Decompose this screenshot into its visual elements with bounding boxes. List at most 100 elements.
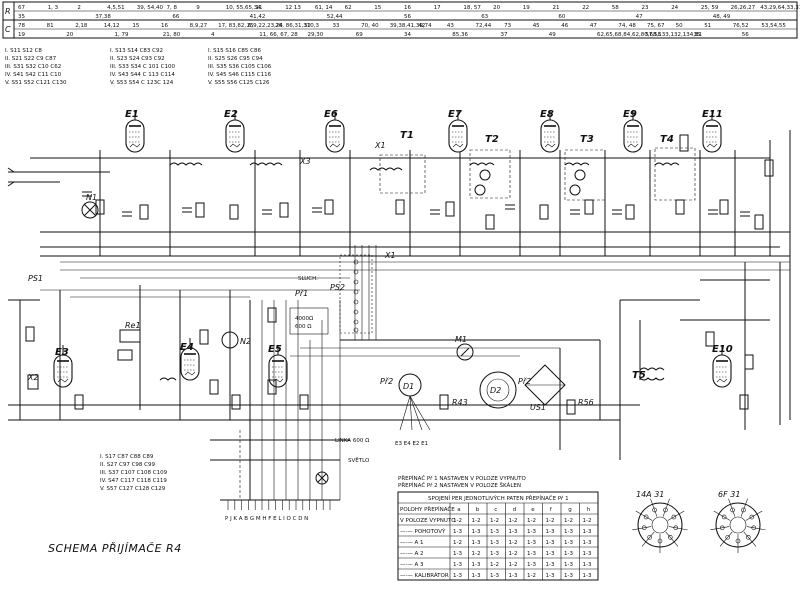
switch-table-cell: 1-3 — [472, 529, 481, 535]
socket-label-6f31: 6F 31 — [718, 490, 740, 499]
scale-r-upper-value: 43,29,64,33,31,32 — [760, 5, 800, 11]
coil-group-4-entry: III. S37 C107 C108 C109 — [100, 470, 168, 476]
scale-c-upper-value: 50 — [676, 23, 683, 29]
switch-table-cell: 1-3 — [453, 562, 462, 568]
scale-r-upper-value: 17 — [434, 5, 441, 11]
tube-e3 — [53, 345, 73, 388]
meter-m1: M1 — [455, 335, 474, 361]
scale-r-lower-value: 41,42 — [250, 14, 266, 20]
bridge-rectifier — [524, 364, 566, 406]
scale-c-upper-value: 45 — [533, 23, 540, 29]
scale-c-upper-value: 70, 40 — [361, 23, 379, 29]
switch-table-header-cell: a — [457, 507, 460, 513]
switch-table-header-cell: e — [531, 507, 535, 513]
scale-c-upper-value: 73 — [504, 23, 511, 29]
switch-table-cell: 1-2 — [546, 518, 555, 524]
diode-d1-label: D1 — [403, 382, 414, 391]
switch-table-cell: 1-3 — [583, 562, 592, 568]
switch-table-note-2: PŘEPÍNAČ Př 2 NASTAVEN V POLOZE ŠKÁLEN — [398, 481, 521, 489]
scale-c-upper-value: 46 — [561, 23, 568, 29]
label-linka: LINKA 600 Ω — [335, 438, 369, 444]
scale-c-lower-value: 56 — [742, 32, 749, 38]
switch-table-cell: 1-3 — [546, 562, 555, 568]
scale-c-upper-value: 72,44 — [476, 23, 492, 29]
coil-group-2-entry: V. S53 S54 C 123C 124 — [110, 80, 174, 86]
scale-c-upper-value: 43 — [447, 23, 454, 29]
switch-table-header-cell: g — [568, 507, 572, 513]
scale-r-upper-value: 18, 57 — [463, 5, 481, 11]
switch-table-cell: 1-3 — [546, 551, 555, 557]
tube-e10 — [712, 345, 732, 388]
bottom-connector: P J K A B G M H F E L I O C D N — [225, 499, 335, 522]
label-ps2: PS2 — [330, 283, 345, 292]
scale-r-lower-value: 56 — [404, 14, 411, 20]
switch-table-cell: —·— POHOTOVÝ — [400, 528, 446, 535]
switch-table-header-cell: POLOHY PŘEPÍNAČE — [400, 505, 455, 513]
label-x2: X2 — [27, 373, 39, 382]
scale-r-upper-value: 15 — [374, 5, 381, 11]
scale-c-upper-value: 78 — [18, 23, 25, 29]
scale-r-upper-value: 22 — [582, 5, 589, 11]
scale-r-lower-value: 48, 49 — [713, 14, 731, 20]
coil-group-1-entry: V. S51 S52 C121 C130 — [5, 80, 67, 86]
switch-table-cell: 1-2 — [472, 518, 481, 524]
selector-switch-bank: SLUCH. 4000Ω 600 Ω Př2 Př2 Př1 PS1 PS2 R… — [27, 141, 594, 447]
coil-group-2-entry: III. S33 S34 C 101 C100 — [110, 64, 176, 70]
switch-table-cell: 1-3 — [546, 540, 555, 546]
switch-table-header-cell: d — [513, 507, 517, 513]
coil-group-4-entry: II. S27 C97 C98 C99 — [100, 462, 155, 468]
scale-c-upper-value: 76,52 — [733, 23, 749, 29]
scale-c-lower-value: 34 — [404, 32, 411, 38]
label-e-terminals: E3 E4 E2 E1 — [395, 441, 428, 447]
scale-r-upper-value: 24 — [671, 5, 678, 11]
lower-components — [25, 307, 754, 415]
scale-c-upper-value: 17, 83,82, 6,9,22,23,24 — [218, 23, 283, 29]
switch-table-header-cell: b — [476, 507, 480, 513]
coil-group-3-entry: II. S25 S26 C95 C94 — [208, 56, 263, 62]
tube-label-e9: E9 — [623, 109, 637, 120]
tube-labels: E1 E2 E6 E7 E8 E9 E11 E3 E4 E5 E10 — [55, 109, 733, 358]
scale-c-upper-value: 53,54,55 — [761, 23, 786, 29]
switch-table-note-1: PŘEPÍNAČ Př 1 NASTAVEN V POLOZE VYPNUTO — [398, 474, 526, 482]
switch-table-cell: V POLOZE VYPNUTO — [400, 518, 456, 524]
switch-table-cell: 1-3 — [583, 540, 592, 546]
scale-row-letter-r: R — [5, 7, 11, 16]
switch-table-cell: 1-3 — [490, 551, 499, 557]
switch-table-cell: 1-2 — [472, 551, 481, 557]
label-r56: R56 — [578, 398, 594, 407]
coil-group-1-entry: II. S21 S22 C9 C87 — [5, 56, 57, 62]
scale-c-lower-value: 35 — [694, 32, 701, 38]
scale-c-upper-value: 33 — [333, 23, 340, 29]
tube-label-e6: E6 — [324, 109, 338, 120]
switch-table-cell: —·— A 2 — [400, 551, 424, 557]
transformer-label-t3: T3 — [580, 134, 594, 145]
scale-c-upper-value: 25 — [247, 23, 254, 29]
switch-table-header-cell: c — [494, 507, 497, 513]
scale-c-lower-value: 49 — [549, 32, 556, 38]
switch-table-cell: 1-3 — [546, 529, 555, 535]
tube-label-e11: E11 — [702, 109, 723, 120]
scale-r-upper-value: 67 — [18, 5, 25, 11]
switch-table-cell: 1-2 — [583, 518, 592, 524]
tubes-layer — [53, 110, 732, 388]
tube-label-e2: E2 — [224, 109, 238, 120]
indicator-lamp-n2 — [221, 331, 239, 349]
switch-table-cell: 1-3 — [453, 573, 462, 579]
scale-c-upper-value: 26, 86,31,310,3 — [275, 23, 319, 29]
switch-table-cell: 1-3 — [490, 573, 499, 579]
switch-table-cell: 1-3 — [564, 573, 573, 579]
scale-c-upper-value: 42 — [418, 23, 425, 29]
switch-table-cell: 1-3 — [564, 529, 573, 535]
switch-table-cell: 1-3 — [509, 573, 518, 579]
scale-r-upper-value: 2 — [77, 5, 81, 11]
scale-r-upper-value: 9 — [196, 5, 200, 11]
scale-r-upper-value: 39, 54,40 — [137, 5, 164, 11]
scale-c-upper-value: 75, 67 — [647, 23, 665, 29]
scale-r-lower-value: 63 — [481, 14, 488, 20]
switch-table-cell: 1-2 — [564, 518, 573, 524]
switch-table-cell: 1-2 — [527, 518, 536, 524]
label-x1-alt: X1 — [384, 251, 396, 260]
